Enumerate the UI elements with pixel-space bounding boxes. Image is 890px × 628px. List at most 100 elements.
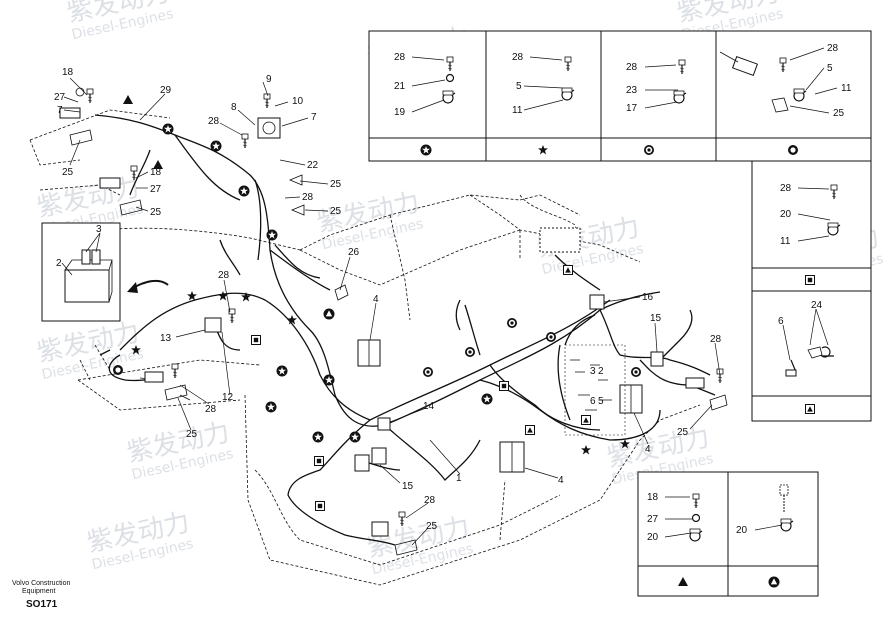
callout-29: 29	[160, 85, 172, 96]
callout-1: 1	[456, 473, 462, 484]
machine-frame-outline	[29, 109, 701, 586]
callout-3: 3	[96, 224, 102, 235]
legend-callout-28: 28	[827, 43, 839, 54]
callout-25: 25	[330, 206, 342, 217]
triangle-in-square-icon	[805, 404, 815, 414]
callout-25: 25	[426, 521, 438, 532]
part-code: SO171	[26, 599, 58, 610]
callout-25: 25	[677, 427, 689, 438]
legend-cell-triangle-in-circle: 20	[736, 484, 794, 588]
legend-callout-21: 21	[394, 81, 406, 92]
legend-cell-filled-triangle: 18 27 20	[647, 492, 703, 586]
relay-body	[64, 269, 110, 303]
legend-callout-20: 20	[736, 525, 748, 536]
callout-28: 28	[218, 270, 230, 281]
callout-12: 12	[222, 392, 234, 403]
legend-callout-28: 28	[626, 62, 638, 73]
callout-25: 25	[330, 179, 342, 190]
fuse-area	[564, 344, 626, 436]
legend-callout-5: 5	[827, 63, 833, 74]
callout-28: 28	[424, 495, 436, 506]
legend-callout-6: 6	[778, 316, 784, 327]
grommet-15b	[371, 447, 387, 465]
legend-callout-5: 5	[516, 81, 522, 92]
legend-callout-23: 23	[626, 85, 638, 96]
callout-14: 14	[423, 401, 435, 412]
grommet-16	[589, 294, 605, 310]
legend-callout-25: 25	[833, 108, 845, 119]
callout-15: 15	[650, 313, 662, 324]
callout-22: 22	[307, 160, 319, 171]
callout-28: 28	[710, 334, 722, 345]
fuse-b	[91, 249, 101, 265]
legend-callout-19: 19	[394, 107, 406, 118]
connector-lower-left	[144, 371, 164, 383]
callout-8: 8	[231, 102, 237, 113]
callout-18: 18	[150, 167, 162, 178]
callout-25: 25	[186, 429, 198, 440]
legend-cell-star: 28 5 11	[512, 52, 575, 155]
callout-18: 18	[62, 67, 74, 78]
callout-15: 15	[402, 481, 414, 492]
legend-callout-28: 28	[512, 52, 524, 63]
fuse-label: 3	[590, 366, 596, 377]
main-wiring-harness	[94, 114, 716, 546]
callout-28: 28	[208, 116, 220, 127]
relay-small	[204, 317, 222, 333]
legend-cell-square-in-square: 28 20 11	[780, 183, 841, 285]
legend-callout-20: 20	[780, 209, 792, 220]
fuse-label: 2	[598, 366, 604, 377]
callout-27: 27	[150, 184, 162, 195]
ring-icon	[788, 145, 798, 155]
callout-16: 16	[642, 292, 654, 303]
fuse-a	[81, 249, 91, 265]
callout-4: 4	[645, 444, 651, 455]
brand-line-1: Volvo Construction	[12, 580, 71, 587]
legend-callout-11: 11	[780, 236, 791, 247]
legend-callout-28: 28	[780, 183, 792, 194]
legend-callout-24: 24	[811, 300, 823, 311]
legend-callout-11: 11	[512, 105, 523, 116]
legend-bottom: 18 27 20 20	[637, 471, 819, 597]
fuse-label: 5	[598, 396, 604, 407]
legend-right-column: 28 20 11 24 6	[751, 160, 872, 422]
callout-10: 10	[292, 96, 304, 107]
leader-lines	[63, 77, 721, 546]
connector-bottom	[371, 521, 389, 537]
callout-28: 28	[302, 192, 314, 203]
legend-callout-18: 18	[647, 492, 659, 503]
fuse-label: 6	[590, 396, 596, 407]
connector-top-left	[59, 107, 81, 119]
legend-callout-20: 20	[647, 532, 659, 543]
star-in-circle-icon	[420, 144, 432, 156]
legend-top-row: 28 21 19 28 5 11 28 23 17	[368, 30, 872, 162]
relay-inset	[41, 222, 169, 322]
legend-cell-ring: 28 5 11 25	[719, 43, 852, 155]
legend-callout-11: 11	[841, 83, 852, 94]
legend-cell-star-in-circle: 28 21 19	[394, 52, 456, 156]
callout-7: 7	[57, 105, 63, 116]
callout-labels: 18 27 7 25 29 18 27 25 9 10 8 7 28 22 25…	[54, 67, 722, 532]
connector-lower-right	[685, 377, 705, 389]
callout-4: 4	[373, 294, 379, 305]
grommet-15c	[650, 351, 664, 367]
square-in-square-icon	[805, 275, 815, 285]
grommet-15a	[354, 454, 370, 472]
legend-cell-triangle-in-square: 24 6	[778, 300, 834, 414]
legend-callout-27: 27	[647, 514, 659, 525]
callout-28: 28	[205, 404, 217, 415]
legend-callout-28: 28	[394, 52, 406, 63]
callout-2: 2	[56, 258, 62, 269]
legend-cell-bullseye: 28 23 17	[626, 59, 687, 155]
module-top-right	[539, 227, 581, 253]
callout-26: 26	[348, 247, 360, 258]
bullseye-icon	[644, 145, 654, 155]
grommet-14	[377, 417, 391, 431]
callout-4: 4	[558, 475, 564, 486]
callout-7: 7	[311, 112, 317, 123]
triangle-in-circle-icon	[768, 576, 780, 588]
sensor-top	[257, 117, 281, 139]
legend-callout-17: 17	[626, 103, 638, 114]
connector-left-mid	[99, 177, 121, 189]
